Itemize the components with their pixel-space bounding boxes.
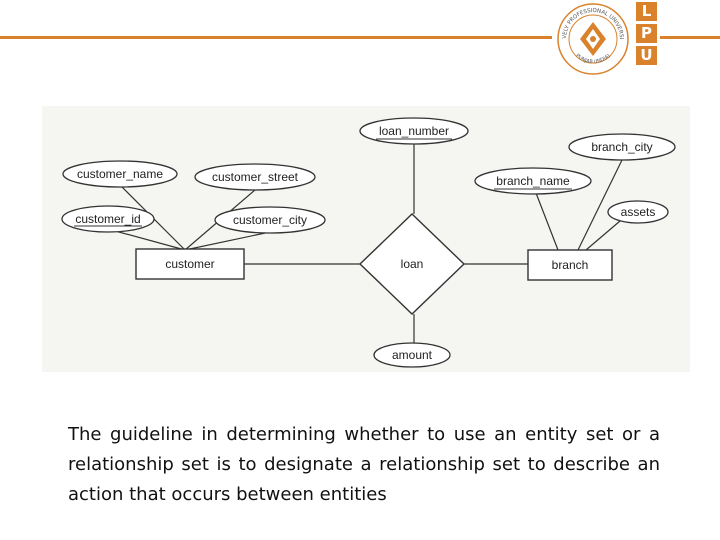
attr-customer-street: customer_street [194, 163, 316, 191]
svg-text:customer_id: customer_id [75, 212, 140, 226]
slide-caption: The guideline in determining whether to … [68, 424, 660, 505]
attr-customer-id: customer_id [61, 205, 155, 233]
university-seal-logo: LOVELY PROFESSIONAL UNIVERSITY PUNJAB (I… [556, 2, 629, 75]
logo-letter-l: L [636, 2, 657, 21]
svg-text:amount: amount [392, 348, 433, 362]
attr-branch-city: branch_city [568, 133, 676, 161]
svg-text:customer_city: customer_city [233, 213, 307, 227]
svg-text:customer_name: customer_name [77, 167, 163, 181]
attr-amount: amount [373, 342, 451, 368]
svg-text:assets: assets [621, 205, 656, 219]
relationship-loan: loan [358, 213, 466, 315]
svg-text:loan_number: loan_number [379, 124, 449, 138]
header-accent-line-right [660, 36, 720, 39]
svg-text:customer: customer [165, 257, 214, 271]
entity-branch: branch [527, 249, 613, 281]
logo-letter-p: P [636, 24, 657, 43]
attr-loan-number: loan_number [359, 117, 469, 145]
svg-text:branch_city: branch_city [591, 140, 652, 154]
header-accent-line-left [0, 36, 552, 39]
attr-branch-name: branch_name [474, 167, 592, 195]
svg-text:loan: loan [401, 257, 424, 271]
attr-customer-city: customer_city [214, 206, 326, 234]
attr-customer-name: customer_name [62, 160, 178, 188]
logo-letter-u: U [636, 46, 657, 65]
attr-assets: assets [607, 200, 669, 224]
svg-text:branch_name: branch_name [496, 174, 570, 188]
svg-text:customer_street: customer_street [212, 170, 299, 184]
svg-text:branch: branch [552, 258, 589, 272]
entity-customer: customer [135, 248, 245, 280]
